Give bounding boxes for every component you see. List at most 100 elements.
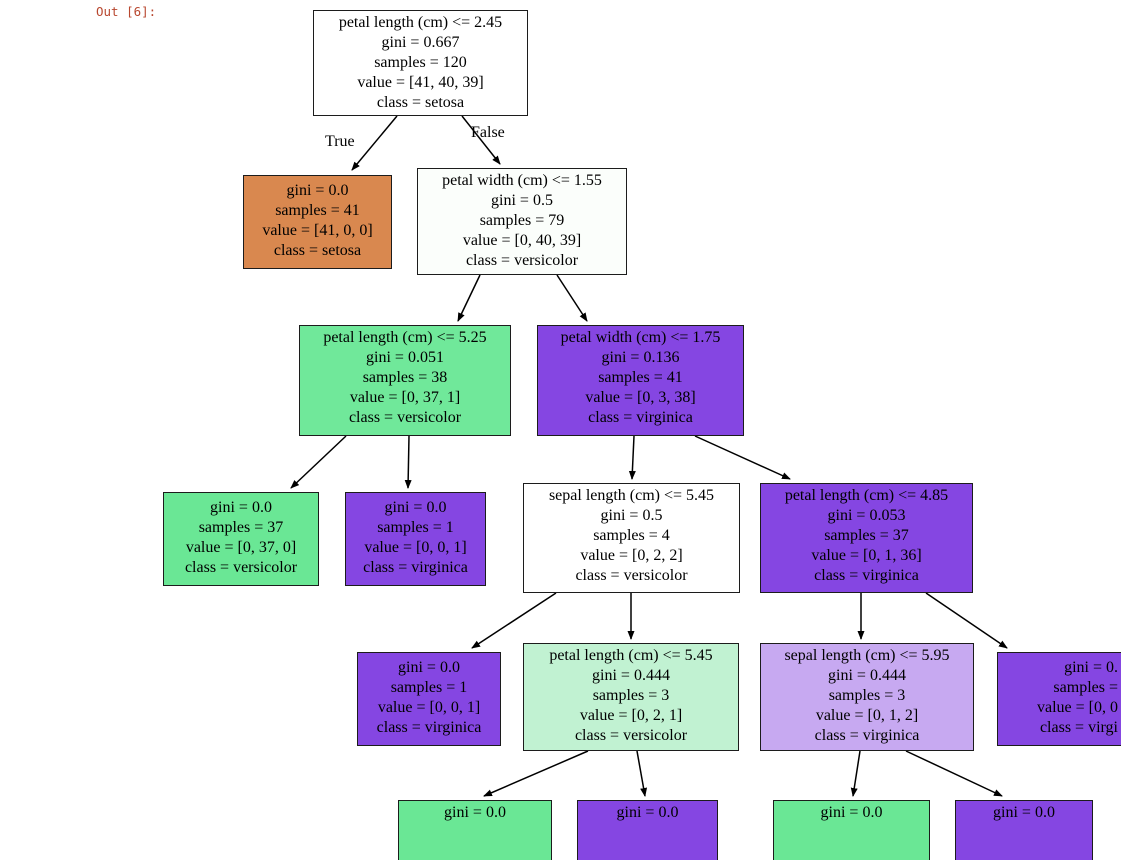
node-text-line: petal length (cm) <= 5.25 bbox=[323, 329, 487, 346]
node-text-line: samples = 37 bbox=[824, 527, 909, 544]
edge-root-false bbox=[461, 115, 501, 165]
node-text-line: value = [0, 37, 1] bbox=[349, 389, 461, 406]
node-text-line: value = [0, 40, 39] bbox=[462, 232, 582, 249]
node-text-line: class = virginica bbox=[814, 727, 920, 744]
node-text-line: gini = 0.0 bbox=[286, 182, 349, 199]
tree-node-setosa-leaf: gini = 0.0 samples = 41 value = [41, 0, 0]… bbox=[243, 175, 392, 269]
edge bbox=[483, 750, 589, 797]
tree-node-virginica-leaf-clipped: gini = 0. samples = value = [0, 0 class = v… bbox=[997, 652, 1121, 746]
node-text-line: value = [41, 0, 0] bbox=[262, 222, 373, 239]
node-text-line: gini = 0.136 bbox=[601, 349, 680, 366]
node-text-line: value = [0, 0, 1] bbox=[364, 539, 467, 556]
tree-node-virginica-leaf-1a: gini = 0.0 samples = 1 value = [0, 0, 1] cl… bbox=[345, 492, 486, 586]
edge bbox=[628, 435, 636, 480]
edge bbox=[290, 435, 347, 489]
node-text-line: value = [0, 1, 36] bbox=[811, 547, 922, 564]
node-text-line: gini = 0.053 bbox=[827, 507, 906, 524]
notebook-output-area: Out [6]: True False petal leng bbox=[96, 4, 1121, 860]
tree-node-petal-length-5-25: petal length (cm) <= 5.25 gini = 0.051 sam… bbox=[299, 325, 511, 436]
tree-edges bbox=[290, 115, 1008, 797]
node-text-line: value = [0, 2, 1] bbox=[579, 707, 683, 724]
node-text-line: sepal length (cm) <= 5.45 bbox=[548, 487, 715, 504]
node-text-line: gini = 0.5 bbox=[491, 192, 553, 209]
edge bbox=[457, 274, 481, 322]
tree-leaf-bottom-4: gini = 0.0 bbox=[955, 800, 1093, 860]
node-text-line: gini = 0.0 bbox=[820, 804, 883, 821]
node-text-line: value = [0, 0, 1] bbox=[377, 699, 481, 716]
tree-node-virginica-leaf-1b: gini = 0.0 samples = 1 value = [0, 0, 1] cl… bbox=[357, 652, 501, 746]
node-text-line: samples = 1 bbox=[377, 519, 454, 536]
node-text-line: samples = 120 bbox=[374, 54, 467, 71]
tree-node-petal-width-1-55: petal width (cm) <= 1.55 gini = 0.5 sample… bbox=[417, 168, 627, 275]
node-text-line: class = setosa bbox=[376, 94, 465, 111]
node-text-line: class = virginica bbox=[814, 567, 919, 584]
node-text-line: value = [0, 3, 38] bbox=[585, 389, 696, 406]
tree-node-sepal-length-5-95: sepal length (cm) <= 5.95 gini = 0.444 sam… bbox=[760, 643, 974, 751]
node-text-line: value = [41, 40, 39] bbox=[357, 74, 484, 91]
node-text-line: gini = 0.0 bbox=[398, 659, 460, 676]
edge bbox=[636, 750, 648, 797]
node-text-line: gini = 0.0 bbox=[993, 804, 1055, 821]
node-text-line: class = setosa bbox=[273, 242, 362, 259]
tree-leaf-bottom-2: gini = 0.0 bbox=[577, 800, 718, 860]
node-text-line: value = [0, 0 bbox=[1037, 699, 1118, 716]
tree-node-petal-length-5-45: petal length (cm) <= 5.45 gini = 0.444 sam… bbox=[523, 643, 739, 751]
node-text-line: samples = 38 bbox=[362, 369, 448, 386]
edge-label-false: False bbox=[471, 124, 505, 141]
tree-node-root: petal length (cm) <= 2.45 gini = 0.667 sam… bbox=[313, 10, 528, 116]
tree-node-versicolor-leaf-37: gini = 0.0 samples = 37 value = [0, 37, 0]… bbox=[163, 492, 319, 586]
tree-node-petal-length-4-85: petal length (cm) <= 4.85 gini = 0.053 sam… bbox=[760, 483, 973, 593]
node-text-line: samples = bbox=[1053, 679, 1118, 696]
edge bbox=[556, 274, 588, 322]
node-text-line: gini = 0.0 bbox=[444, 804, 506, 821]
node-text-line: gini = 0.051 bbox=[366, 349, 444, 366]
node-text-line: gini = 0.667 bbox=[381, 34, 460, 51]
node-text-line: petal length (cm) <= 2.45 bbox=[338, 14, 503, 31]
edge-root-true bbox=[351, 115, 398, 171]
output-prompt: Out [6]: bbox=[96, 4, 157, 19]
node-text-line: samples = 4 bbox=[593, 527, 670, 544]
node-text-line: class = virgi bbox=[1039, 719, 1118, 736]
node-text-line: class = versicolor bbox=[184, 559, 298, 576]
node-text-line: class = virginica bbox=[376, 719, 482, 736]
node-text-line: gini = 0.444 bbox=[592, 667, 670, 684]
node-text-line: value = [0, 37, 0] bbox=[185, 539, 297, 556]
node-text-line: class = versicolor bbox=[574, 727, 688, 744]
node-text-line: class = virginica bbox=[588, 409, 693, 426]
edge bbox=[694, 435, 791, 480]
node-text-line: sepal length (cm) <= 5.95 bbox=[784, 647, 950, 664]
tree-leaf-bottom-1: gini = 0.0 bbox=[398, 800, 552, 860]
node-text-line: samples = 37 bbox=[198, 519, 284, 536]
node-text-line: gini = 0.0 bbox=[210, 499, 272, 516]
tree-leaf-bottom-3: gini = 0.0 bbox=[773, 800, 930, 860]
node-text-line: class = versicolor bbox=[465, 252, 579, 269]
node-text-line: class = versicolor bbox=[348, 409, 462, 426]
node-text-line: samples = 3 bbox=[592, 687, 670, 704]
node-text-line: gini = 0.0 bbox=[384, 499, 447, 516]
edge bbox=[404, 435, 412, 489]
node-text-line: samples = 79 bbox=[479, 212, 565, 229]
node-text-line: value = [0, 2, 2] bbox=[580, 547, 683, 564]
node-text-line: gini = 0.5 bbox=[600, 507, 663, 524]
node-text-line: value = [0, 1, 2] bbox=[815, 707, 919, 724]
edge bbox=[925, 592, 1008, 649]
node-text-line: gini = 0. bbox=[1064, 659, 1118, 676]
node-text-line: petal length (cm) <= 4.85 bbox=[784, 487, 949, 504]
node-text-line: petal width (cm) <= 1.75 bbox=[560, 329, 721, 346]
node-text-line: class = virginica bbox=[363, 559, 468, 576]
node-text-line: gini = 0.444 bbox=[828, 667, 906, 684]
node-text-line: class = versicolor bbox=[575, 567, 688, 584]
node-text-line: petal width (cm) <= 1.55 bbox=[442, 172, 602, 189]
edge bbox=[905, 750, 1003, 797]
edge-label-true: True bbox=[325, 133, 355, 150]
node-text-line: samples = 1 bbox=[390, 679, 468, 696]
node-text-line: samples = 41 bbox=[598, 369, 683, 386]
node-text-line: petal length (cm) <= 5.45 bbox=[549, 647, 713, 664]
tree-node-sepal-length-5-45: sepal length (cm) <= 5.45 gini = 0.5 sampl… bbox=[523, 483, 740, 593]
node-text-line: samples = 41 bbox=[275, 202, 360, 219]
edge bbox=[850, 750, 861, 797]
edge bbox=[471, 592, 557, 649]
node-text-line: gini = 0.0 bbox=[616, 804, 679, 821]
node-text-line: samples = 3 bbox=[828, 687, 906, 704]
tree-node-petal-width-1-75: petal width (cm) <= 1.75 gini = 0.136 samp… bbox=[537, 325, 744, 436]
